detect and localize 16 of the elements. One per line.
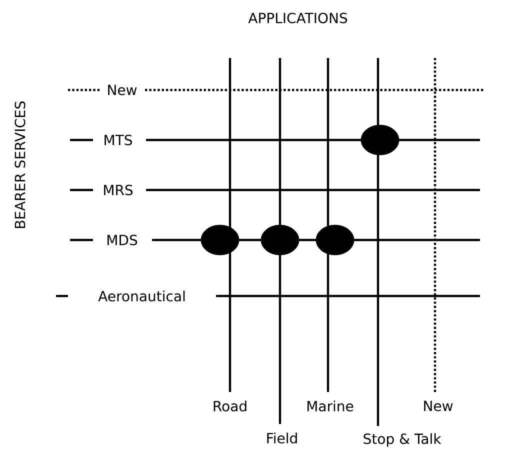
category-label: Road	[214, 400, 246, 412]
category-label: Marine	[308, 400, 354, 412]
axis-title: APPLICATIONS	[248, 12, 348, 24]
category-label: Aeronautical	[98, 290, 185, 302]
category-label: MRS	[104, 184, 133, 196]
intersection-dot	[260, 224, 300, 256]
intersection-dot	[316, 224, 354, 256]
category-label: MDS	[108, 234, 138, 246]
category-label: New	[424, 400, 453, 412]
category-label: Stop & Talk	[364, 433, 442, 447]
category-label: Field	[267, 432, 297, 444]
axis-title: BEARER SERVICES	[14, 101, 26, 228]
intersection-dot	[360, 124, 400, 156]
category-label: New	[108, 84, 137, 96]
category-label: MTS	[104, 134, 132, 146]
intersection-dot	[200, 224, 240, 256]
